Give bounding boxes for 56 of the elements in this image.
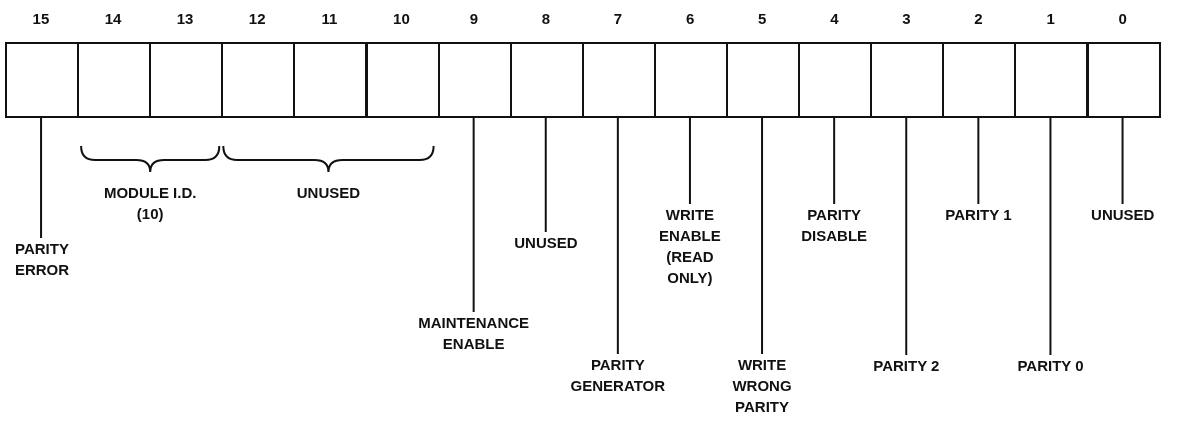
bit-cell (293, 42, 368, 118)
bit-cell (221, 42, 296, 118)
bit-number: 7 (613, 9, 623, 29)
leader-line (1049, 117, 1052, 356)
leader-line (544, 117, 547, 233)
bit-cell (653, 42, 728, 118)
bit-cell (77, 42, 152, 118)
bit-number: 12 (248, 9, 266, 29)
field-label: MODULE I.D. (10) (102, 183, 198, 224)
bit-number: 13 (176, 9, 194, 29)
leader-line (977, 117, 980, 205)
leader-line (761, 117, 764, 355)
bit-description: PARITY ERROR (2, 238, 82, 280)
bit-number: 11 (321, 9, 338, 29)
bit-number: 1 (1046, 9, 1055, 29)
bit-cell (870, 42, 945, 118)
leader-line (905, 117, 908, 356)
bit-description: PARITY 2 (873, 355, 940, 376)
bit-description: WRITE WRONG PARITY (722, 354, 803, 417)
bit-description: PARITY 0 (1017, 355, 1084, 376)
bit-description: PARITY GENERATOR (562, 354, 673, 396)
bit-description: UNUSED (1091, 204, 1155, 225)
bit-number: 10 (393, 9, 410, 29)
bit-description: MAINTENANCE ENABLE (403, 312, 544, 354)
bit-number: 3 (902, 9, 911, 29)
bit-number: 9 (469, 9, 478, 29)
field-label: UNUSED (295, 183, 362, 203)
bit-cell (437, 42, 512, 118)
bit-number: 4 (830, 9, 839, 29)
bit-number: 5 (758, 9, 767, 29)
bit-number: 0 (1118, 9, 1127, 29)
leader-line (472, 117, 475, 313)
bit-cell (509, 42, 584, 118)
bit-cell (798, 42, 873, 118)
bit-number: 15 (32, 9, 50, 29)
bit-cell (581, 42, 656, 118)
leader-line (833, 117, 836, 205)
bit-cell (1086, 42, 1161, 118)
bit-number: 2 (974, 9, 983, 29)
bit-cell (5, 42, 80, 118)
leader-line (688, 117, 691, 205)
bit-number: 14 (104, 9, 122, 29)
leader-line (1121, 117, 1124, 205)
bit-cell (149, 42, 224, 118)
bit-description: PARITY DISABLE (789, 204, 880, 246)
bit-number: 6 (685, 9, 695, 29)
leader-line (40, 117, 43, 239)
bit-description: UNUSED (514, 232, 578, 253)
bit-cell (365, 42, 440, 118)
bit-cell (726, 42, 801, 118)
bit-cell (942, 42, 1017, 118)
bit-number: 8 (541, 9, 551, 29)
leader-line (616, 117, 619, 355)
bit-cell (1014, 42, 1089, 118)
bit-description: WRITE ENABLE (READ ONLY) (644, 204, 735, 288)
bit-description: PARITY 1 (945, 204, 1012, 225)
